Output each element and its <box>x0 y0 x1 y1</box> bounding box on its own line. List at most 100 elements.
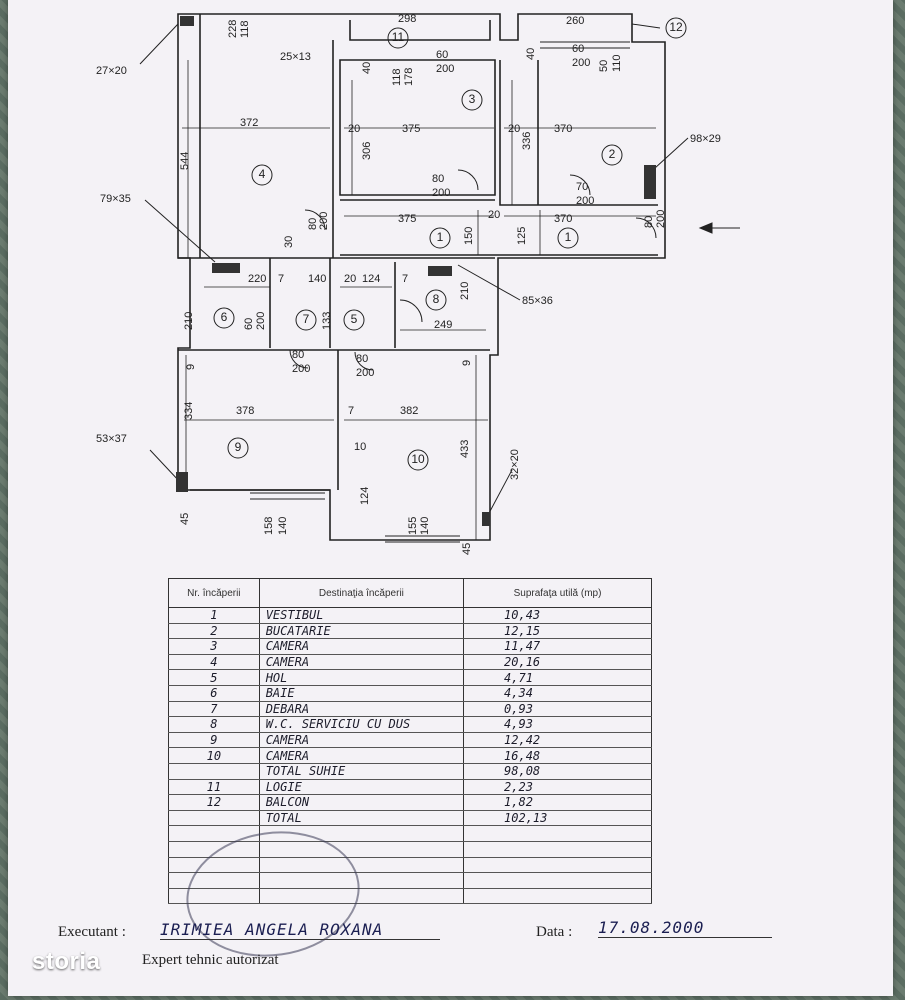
room-destination-cell: CAMERA <box>258 732 465 749</box>
dimension-label: 20 <box>508 123 520 135</box>
dimension-label: 125 <box>516 227 528 245</box>
room-area-cell: 98,08 <box>463 763 652 780</box>
leader-line <box>139 23 689 516</box>
room-area-cell: 11,47 <box>463 638 652 655</box>
room-3-label: 3 <box>469 92 476 106</box>
dimension-label: 372 <box>240 117 258 129</box>
expert-label: Expert tehnic autorizat <box>142 952 279 968</box>
room-area-cell: 10,43 <box>463 607 652 624</box>
entrance-arrow <box>698 222 740 234</box>
room-destination-cell: CAMERA <box>258 638 465 655</box>
dimension-label: 140 <box>419 517 431 535</box>
room-destination-cell: HOL <box>258 669 465 686</box>
col-header-area: Suprafaţa utilă (mp) <box>463 578 652 608</box>
dimension-label: 60 <box>243 318 255 330</box>
room-destination-cell: BUCATARIE <box>258 623 465 640</box>
room-number-cell: 12 <box>168 794 260 811</box>
room-destination-cell <box>258 872 465 889</box>
col-header-nr: Nr. încăperii <box>168 578 260 608</box>
room-7-label: 7 <box>303 312 310 326</box>
room-destination-cell <box>258 841 465 858</box>
room-destination-cell: TOTAL SUHIE <box>258 763 465 780</box>
dimension-label: 40 <box>361 62 373 74</box>
room-area-cell: 12,15 <box>463 623 652 640</box>
dimension-label: 382 <box>400 405 418 417</box>
dimension-label: 228 <box>227 20 239 38</box>
room-area-cell <box>463 857 652 874</box>
dimension-label: 370 <box>554 123 572 135</box>
room-4-label: 4 <box>259 167 266 181</box>
room-9-marker <box>227 437 249 459</box>
dimension-label: 544 <box>179 152 191 170</box>
dimension-label: 79×35 <box>100 193 131 205</box>
dimension-label: 336 <box>521 132 533 150</box>
dimension-label: 20 <box>488 209 500 221</box>
dimension-label: 200 <box>356 367 374 379</box>
dimension-label: 200 <box>292 363 310 375</box>
dimension-label: 10 <box>354 441 366 453</box>
room-11-marker <box>387 27 409 49</box>
table-row <box>168 888 652 905</box>
dimension-label: 178 <box>403 68 415 86</box>
room-destination-cell <box>258 825 465 842</box>
dimension-line <box>185 60 541 540</box>
room-6-marker <box>213 307 235 329</box>
dimension-label: 80 <box>643 216 655 228</box>
room-10-label: 10 <box>411 452 425 466</box>
room-number-cell: 9 <box>168 732 260 749</box>
room-8-label: 8 <box>433 292 440 306</box>
duct <box>212 263 240 273</box>
door-arc <box>304 209 326 231</box>
dimension-label: 40 <box>525 48 537 60</box>
dimension-label: 118 <box>391 68 403 86</box>
room-number-cell: 11 <box>168 779 260 796</box>
col-header-destination: Destinaţia încăperii <box>258 578 465 608</box>
room-12-marker <box>665 17 687 39</box>
door-arc <box>457 169 479 191</box>
room-area-cell: 12,42 <box>463 732 652 749</box>
dimension-label: 375 <box>398 213 416 225</box>
room-area-cell: 4,34 <box>463 685 652 702</box>
dimension-label: 334 <box>183 402 195 420</box>
dimension-label: 133 <box>321 312 333 330</box>
room-1b-marker <box>557 227 579 249</box>
room-12-label: 12 <box>669 20 683 34</box>
room-2-marker <box>601 144 623 166</box>
dimension-label: 249 <box>434 319 452 331</box>
room-area-cell <box>463 888 652 905</box>
dimension-label: 140 <box>308 273 326 285</box>
room-7-marker <box>295 309 317 331</box>
room-destination-cell: CAMERA <box>258 747 465 764</box>
door-arc <box>569 174 591 196</box>
dimension-label: 124 <box>359 487 371 505</box>
dimension-label: 45 <box>461 543 473 555</box>
dimension-label: 60 <box>572 43 584 55</box>
room-area-cell: 20,16 <box>463 654 652 671</box>
dimension-line <box>182 127 656 421</box>
table-row <box>168 841 652 858</box>
room-number-cell: 10 <box>168 747 260 764</box>
dimension-label: 50 <box>598 60 610 72</box>
date-value: 17.08.2000 <box>598 918 772 938</box>
room-destination-cell: BALCON <box>258 794 465 811</box>
dimension-label: 200 <box>318 212 330 230</box>
dimension-label: 9 <box>185 364 197 370</box>
dimension-label: 80 <box>307 218 319 230</box>
dimension-label: 200 <box>432 187 450 199</box>
room-number-cell <box>168 763 260 780</box>
dimension-label: 20 <box>344 273 356 285</box>
dimension-label: 260 <box>566 15 584 27</box>
dimension-label: 370 <box>554 213 572 225</box>
door-arc <box>399 299 423 323</box>
room-6-label: 6 <box>221 310 228 324</box>
dimension-label: 298 <box>398 13 416 25</box>
dimension-label: 200 <box>572 57 590 69</box>
dimension-label: 85×36 <box>522 295 553 307</box>
dimension-label: 118 <box>239 20 251 38</box>
